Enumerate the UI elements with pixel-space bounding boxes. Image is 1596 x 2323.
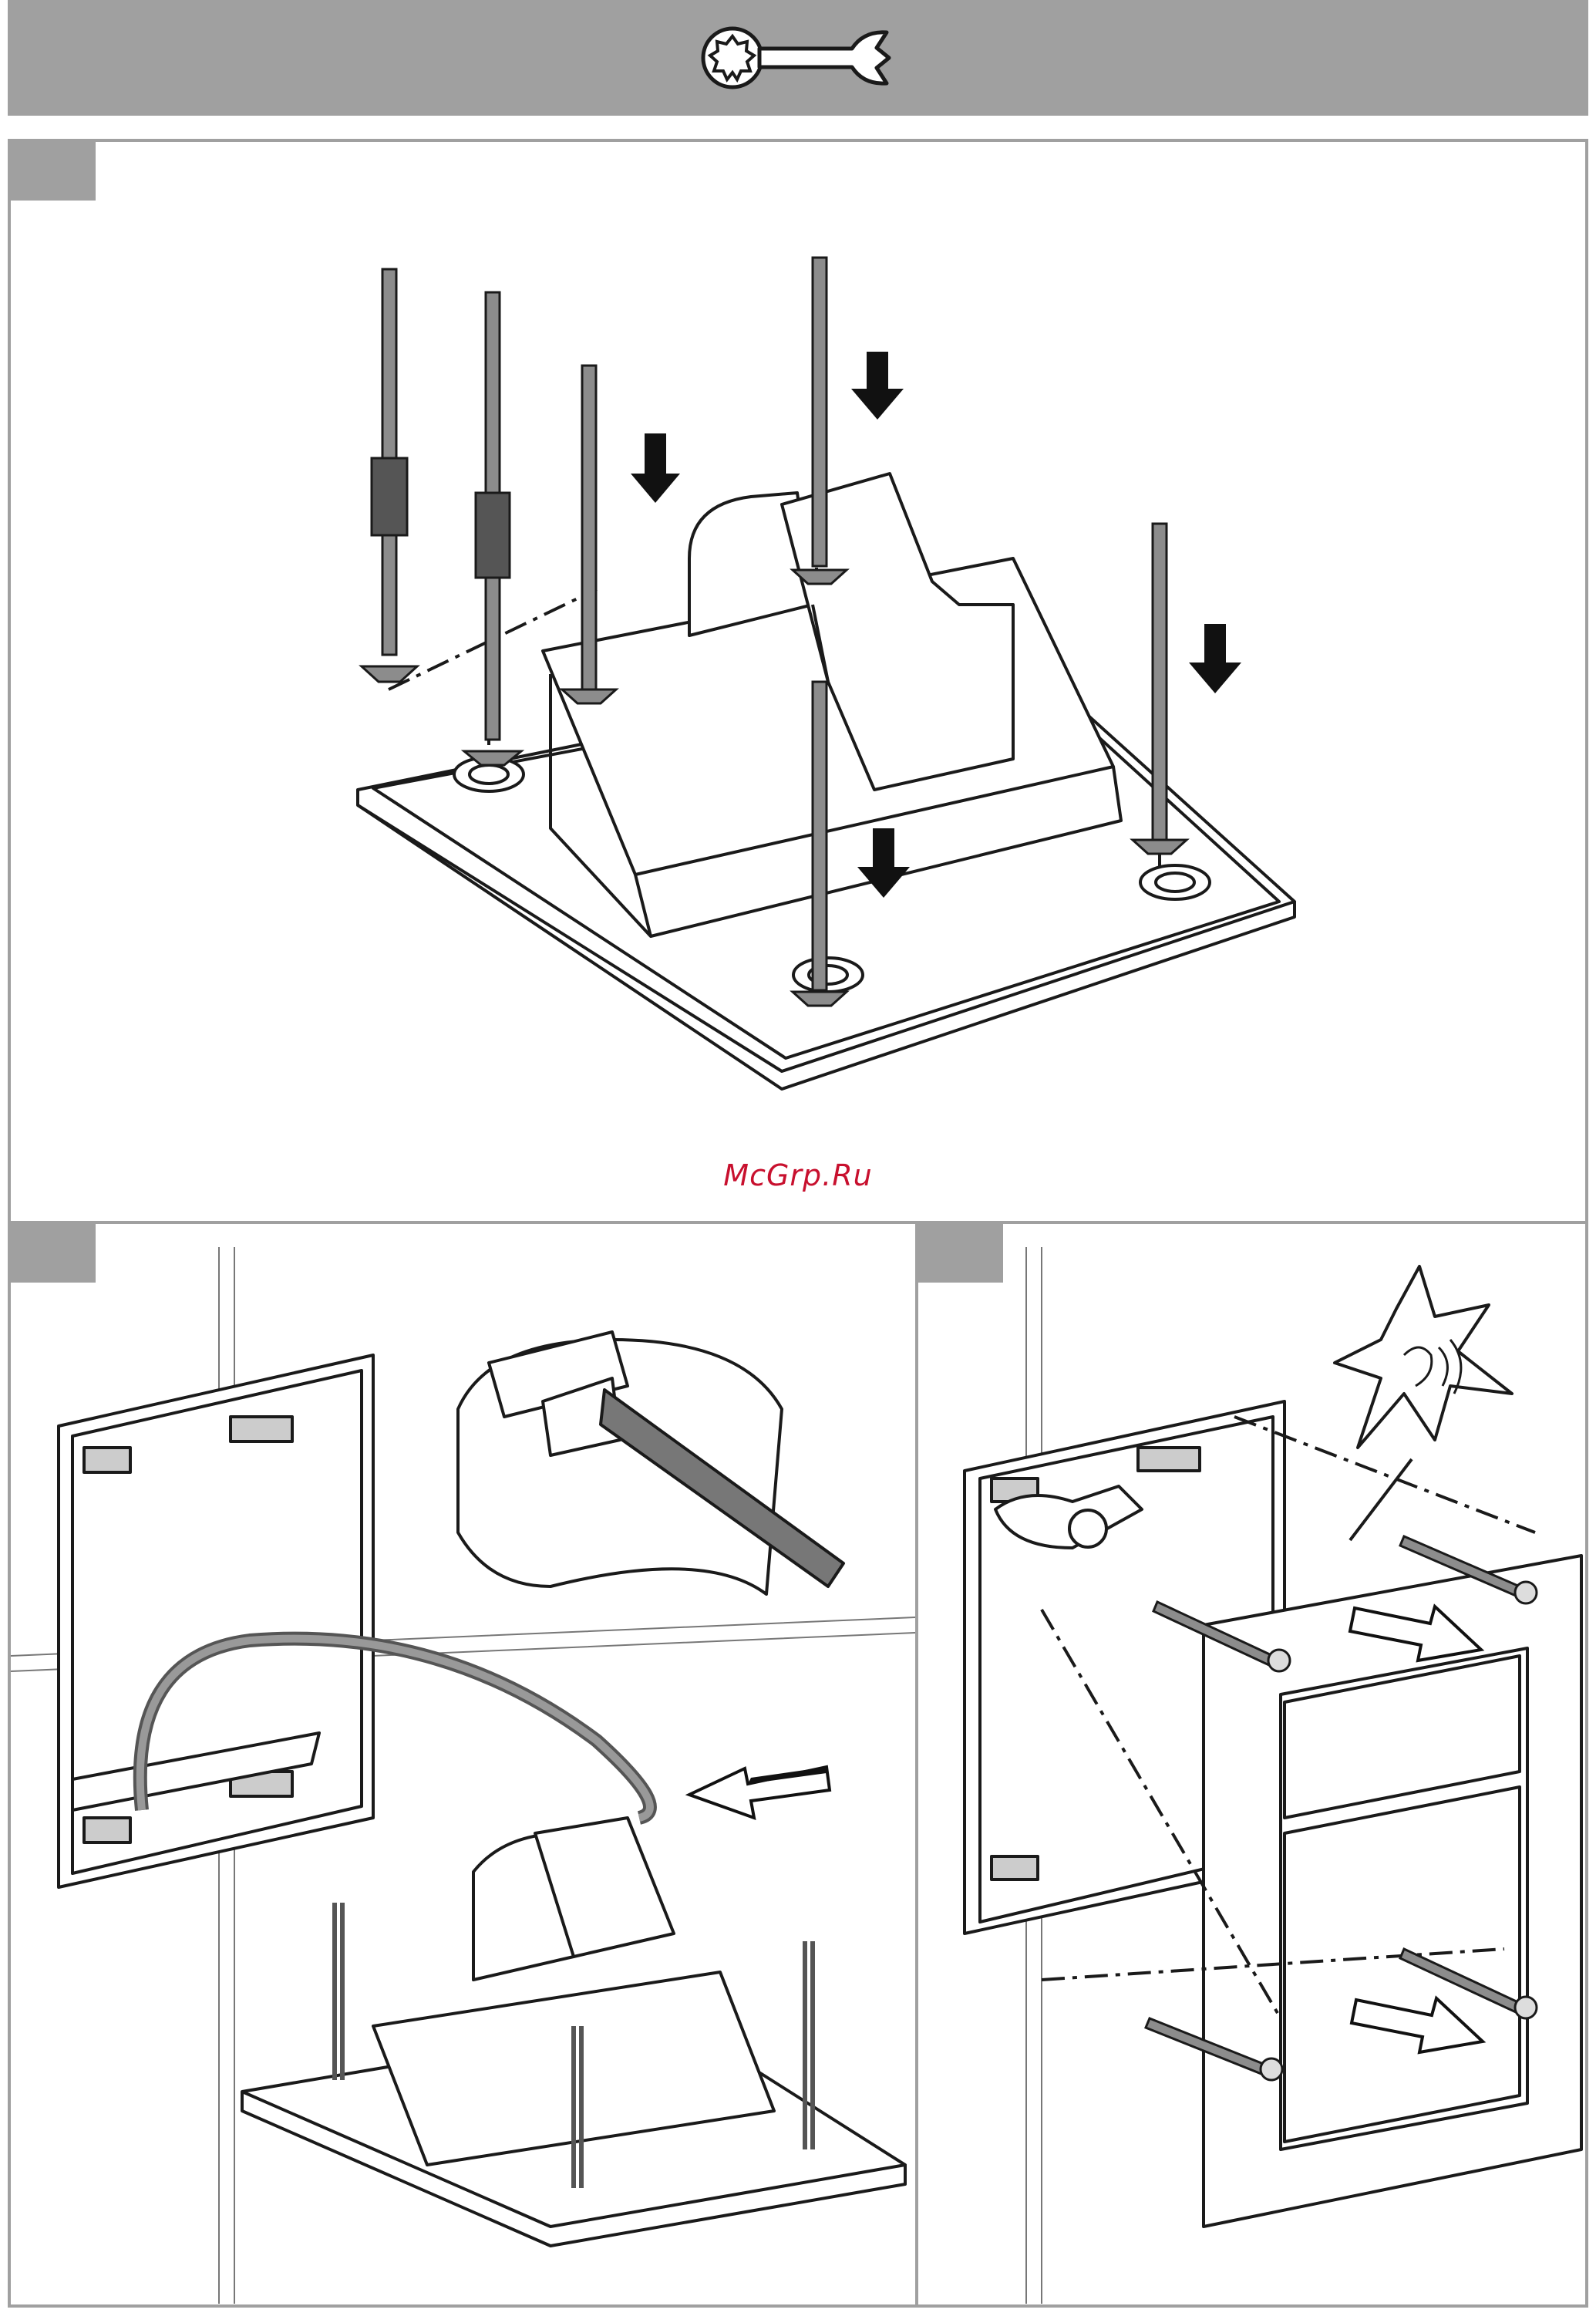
step-panel-3 <box>915 1221 1588 2308</box>
screw-1 <box>362 269 417 682</box>
wrench-icon <box>698 23 914 93</box>
arrow-down-icon <box>851 352 904 420</box>
connect-cable-illustration <box>11 1224 915 2304</box>
screws-into-housing-illustration <box>11 142 1585 1221</box>
step-panel-1: McGrp.Ru <box>8 139 1588 1224</box>
screw-2 <box>464 292 521 765</box>
attach-cover-plate-illustration <box>918 1224 1585 2304</box>
header-bar <box>8 0 1588 116</box>
arrow-down-icon <box>631 433 680 503</box>
watermark: McGrp.Ru <box>11 1158 1585 1192</box>
ear-icon <box>1335 1266 1512 1448</box>
arrow-down-icon <box>1189 624 1241 693</box>
step-panel-2 <box>8 1221 918 2308</box>
